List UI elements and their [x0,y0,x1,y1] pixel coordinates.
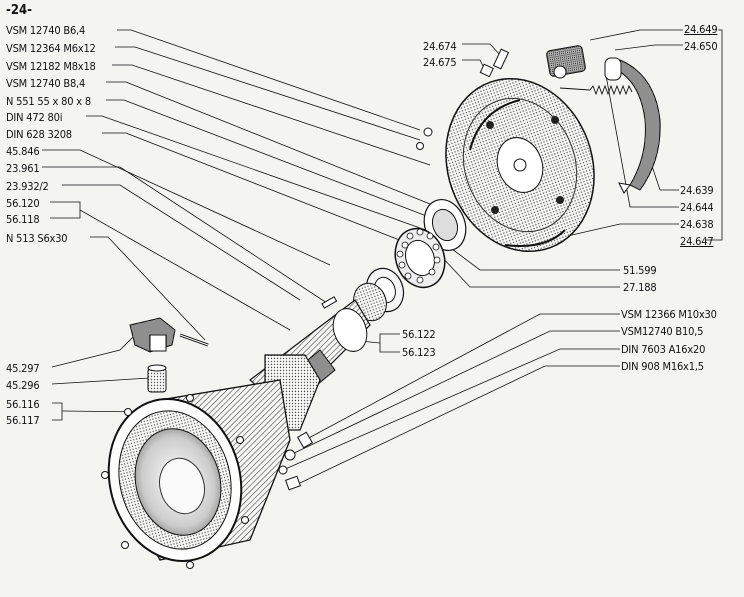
label-24647: 24.647 [680,235,714,248]
label-din472: DIN 472 80i [6,111,63,124]
bracket-45297 [129,317,176,353]
page-number: -24- [6,3,32,18]
label-vsm12740-b64: VSM 12740 B6,4 [6,24,86,37]
label-56116: 56.116 [6,398,40,411]
label-45296: 45.296 [6,379,40,392]
label-56118: 56.118 [6,213,40,226]
label-24649: 24.649 [684,23,718,36]
label-vsm12366: VSM 12366 M10x30 [621,308,717,321]
label-vsm12740-b84: VSM 12740 B8,4 [6,77,86,90]
label-45297: 45.297 [6,362,40,375]
label-56120: 56.120 [6,197,40,210]
label-24639: 24.639 [680,184,714,197]
key-23961 [321,296,338,309]
label-24644: 24.644 [680,201,714,214]
backing-plate-bolts [416,127,433,150]
return-spring [559,84,633,96]
bushing-45296 [147,364,167,393]
label-24674: 24.674 [423,40,457,53]
label-24675: 24.675 [423,56,457,69]
brake-shoe [612,59,661,194]
label-24650: 24.650 [684,40,718,53]
axle-housing-bell [101,379,291,569]
label-vsm12740-b105: VSM12740 B10,5 [621,325,704,338]
label-n513: N 513 S6x30 [6,232,68,245]
label-51599: 51.599 [623,264,657,277]
label-27188: 27.188 [623,281,657,294]
label-56122: 56.122 [402,328,436,341]
label-din7603: DIN 7603 A16x20 [621,343,706,356]
label-n551: N 551 55 x 80 x 8 [6,95,91,108]
label-din908: DIN 908 M16x1,5 [621,360,704,373]
label-56117: 56.117 [6,414,40,427]
label-56123: 56.123 [402,346,436,359]
wheel-cylinder [546,45,622,81]
leader-lines [42,29,723,484]
label-vsm12182-m8x18: VSM 12182 M8x18 [6,60,96,73]
bleeder-screw [479,48,510,78]
brake-backing-plate [445,77,595,253]
label-45846: 45.846 [6,145,40,158]
label-23932-2: 23.932/2 [6,180,49,193]
label-vsm12364-m6x12: VSM 12364 M6x12 [6,42,96,55]
mount-bolts [278,431,314,491]
label-23961: 23.961 [6,162,40,175]
pin-n513 [179,333,209,347]
bearing-assembly [353,199,467,322]
label-24638: 24.638 [680,218,714,231]
label-din628: DIN 628 3208 [6,128,72,141]
